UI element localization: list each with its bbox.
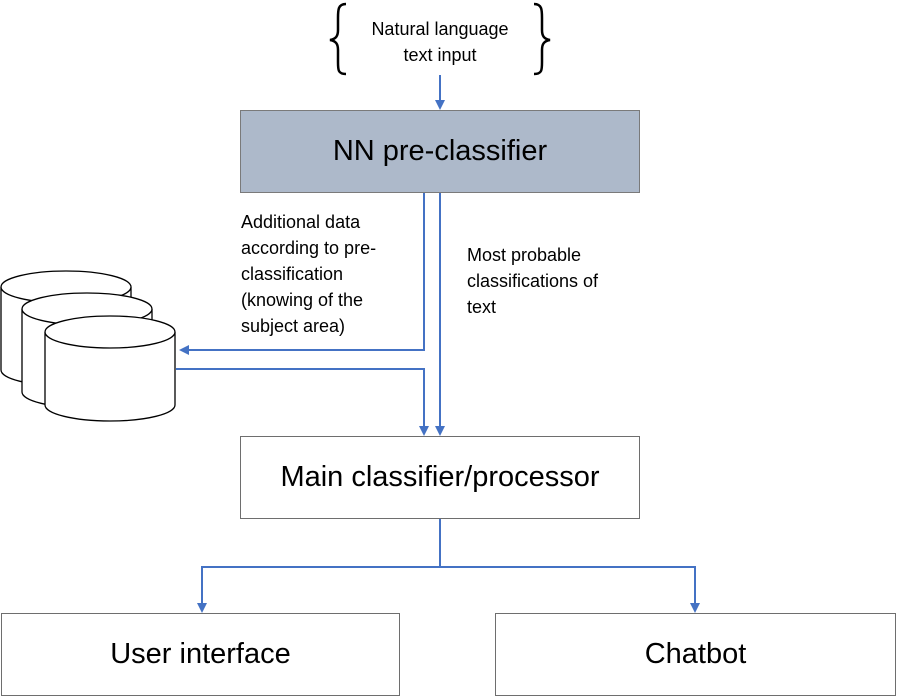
user-interface-label: User interface <box>110 638 291 670</box>
arrow-main-to-chatbot <box>440 566 700 613</box>
most-probable-line-2: classifications of <box>467 271 599 291</box>
most-probable-line-3: text <box>467 297 497 317</box>
additional-data-line-3: classification <box>241 264 344 284</box>
pre-classifier-box: NN pre-classifier <box>240 110 640 193</box>
user-interface-box: User interface <box>1 613 400 696</box>
additional-data-line-1: Additional data <box>241 212 361 232</box>
additional-data-line-5: subject area) <box>241 316 346 336</box>
input-label-line-1: Natural language <box>371 19 509 39</box>
arrow-database-to-main <box>176 368 429 436</box>
chatbot-label: Chatbot <box>644 638 747 670</box>
additional-data-line-2: according to pre- <box>241 238 377 258</box>
pre-classifier-label: NN pre-classifier <box>332 135 548 167</box>
additional-data-line-4: (knowing of the <box>241 290 364 310</box>
input-label-line-2: text input <box>403 45 477 65</box>
main-classifier-box: Main classifier/processor <box>240 436 640 519</box>
database-cylinder-front <box>44 315 176 422</box>
right-brace-icon <box>533 2 551 76</box>
main-classifier-label: Main classifier/processor <box>280 461 600 493</box>
chatbot-box: Chatbot <box>495 613 896 696</box>
left-brace-icon <box>329 2 347 76</box>
most-probable-note: Most probable classifications of text <box>467 242 598 320</box>
arrow-preclassifier-to-database <box>179 193 425 355</box>
arrow-main-to-user-interface <box>197 566 440 613</box>
most-probable-line-1: Most probable <box>467 245 582 265</box>
database-stack-icon <box>0 270 176 422</box>
input-label: Natural language text input <box>340 16 540 68</box>
additional-data-note: Additional data according to pre- classi… <box>241 209 376 339</box>
